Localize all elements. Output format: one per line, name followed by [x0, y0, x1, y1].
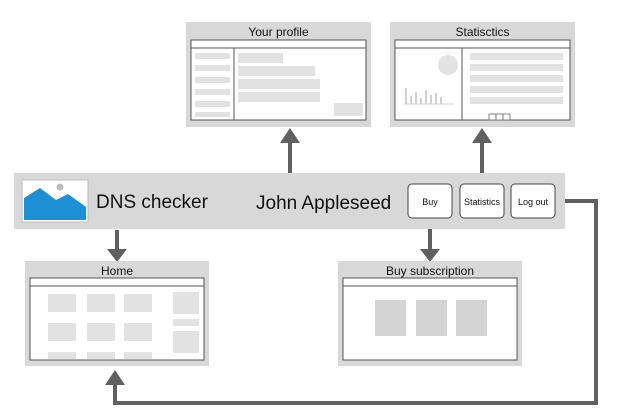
statistics-bar-chart-placeholder [404, 88, 454, 105]
subscription-plan-card [456, 300, 487, 336]
arrowhead-down-subscription [420, 249, 440, 262]
profile-sidebar-item [195, 53, 230, 59]
statistics-chart-bar [440, 97, 442, 104]
header-bar: DNS checker John Appleseed Buy Statistic… [14, 173, 565, 229]
statistics-chart-bar [415, 92, 417, 104]
home-tile [48, 323, 76, 341]
user-name: John Appleseed [256, 193, 391, 214]
subscription-plan-cards [375, 300, 487, 336]
profile-content-line [238, 92, 320, 102]
connector-logout-to-home [113, 199, 598, 405]
statistics-row [470, 75, 563, 82]
profile-title: Your profile [248, 25, 309, 39]
home-tile [48, 294, 76, 312]
statistics-chart-bar [430, 95, 432, 104]
buy-button[interactable]: Buy [407, 183, 453, 219]
arrowhead-up-profile [280, 128, 300, 143]
arrow-heads [105, 128, 492, 385]
statistics-row [470, 86, 563, 93]
profile-sidebar-item [195, 65, 230, 71]
profile-content-line [238, 53, 283, 63]
home-tile [87, 352, 115, 359]
logo-sun [56, 183, 64, 191]
statistics-button-label[interactable]: Statistics [464, 197, 501, 207]
home-side-block [173, 319, 199, 326]
statistics-chart-bar [410, 96, 412, 104]
buy-subscription-title: Buy subscription [386, 264, 474, 278]
subscription-plan-card [416, 300, 447, 336]
arrowhead-down-home [107, 249, 127, 262]
buy-subscription-page: Buy subscription [338, 261, 522, 366]
statistics-table-rows [470, 53, 563, 104]
home-side-block [173, 292, 199, 314]
statistics-page-box [488, 113, 497, 121]
statistics-button-bg[interactable] [459, 183, 505, 219]
statistics-page-box [495, 113, 504, 121]
home-tile [87, 323, 115, 341]
statistics-button[interactable]: Statistics [459, 183, 505, 219]
app-name: DNS checker [96, 192, 209, 213]
profile-sidebar-item [195, 89, 230, 95]
home-tile [87, 294, 115, 312]
statistics-row [470, 53, 563, 60]
profile-content-lines [238, 53, 363, 116]
profile-sidebar-item [195, 112, 230, 117]
statistics-pie-placeholder [438, 55, 458, 75]
arrowhead-up-home-return [105, 370, 125, 385]
profile-content-line [238, 79, 320, 89]
home-page: Home [25, 261, 209, 366]
profile-save-button-placeholder [334, 103, 363, 116]
home-tile [48, 352, 76, 359]
logout-button-label[interactable]: Log out [518, 197, 549, 207]
logout-button[interactable]: Log out [510, 183, 556, 219]
home-tile [124, 294, 152, 312]
statistics-title: Statisctics [455, 25, 509, 39]
statistics-chart-bar [435, 93, 437, 104]
profile-sidebar-items [195, 53, 230, 117]
subscription-plan-card [375, 300, 406, 336]
profile-page: Your profile [186, 22, 371, 127]
profile-sidebar-item [195, 77, 230, 83]
image-placeholder-icon [21, 179, 89, 223]
statistics-chart-bar [425, 90, 427, 104]
statistics-page: Statisctics [390, 22, 575, 127]
profile-sidebar-item [195, 101, 230, 107]
home-tiles [48, 292, 199, 359]
statistics-page-box [502, 113, 511, 121]
profile-content-line [238, 66, 315, 76]
statistics-chart-bar [405, 88, 407, 104]
logout-button-bg[interactable] [510, 183, 556, 219]
home-side-block [173, 331, 199, 353]
home-tile [124, 323, 152, 341]
statistics-row [470, 64, 563, 71]
statistics-chart-bar [420, 98, 422, 104]
buy-button-bg[interactable] [407, 183, 453, 219]
logo-mountain [24, 188, 86, 220]
home-title: Home [101, 264, 133, 278]
statistics-row [470, 97, 563, 104]
arrowhead-up-statistics [472, 128, 492, 143]
buy-button-label[interactable]: Buy [422, 197, 438, 207]
statistics-pagination [488, 113, 511, 121]
home-tile [124, 352, 152, 359]
